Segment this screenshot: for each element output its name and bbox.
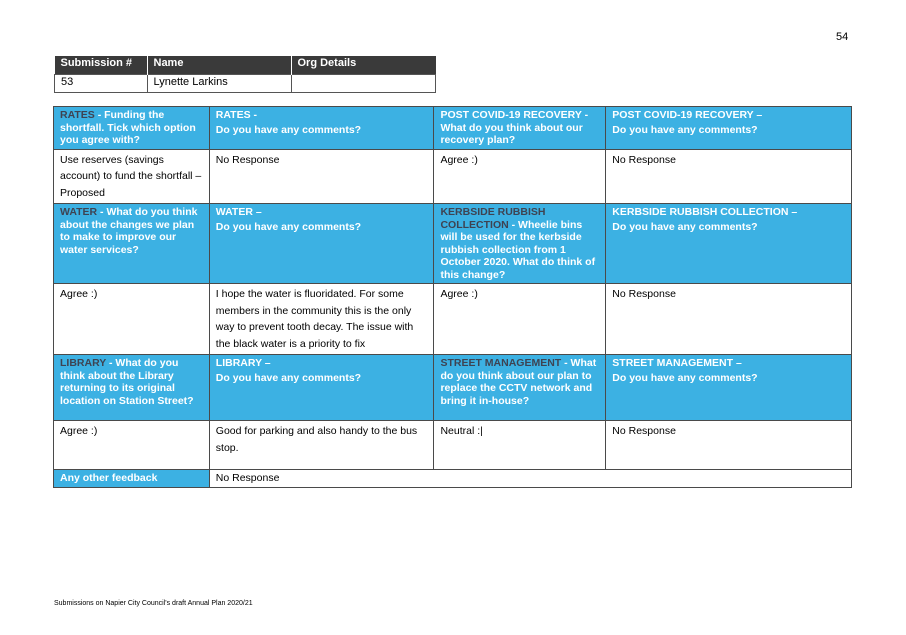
submission-number: 53: [54, 74, 148, 93]
rates-question: - Funding the shortfall. Tick which opti…: [60, 109, 196, 146]
library-comment: Good for parking and also handy to the b…: [208, 420, 435, 470]
library-question-header: LIBRARY - What do you think about the Li…: [53, 354, 210, 421]
covid-comments-title: POST COVID-19 RECOVERY –: [612, 109, 763, 121]
water-comment: I hope the water is fluoridated. For som…: [208, 283, 435, 355]
table-row: LIBRARY - What do you think about the Li…: [53, 354, 852, 421]
water-comments-prompt: Do you have any comments?: [215, 220, 362, 233]
table-row: Agree :) Good for parking and also handy…: [53, 420, 852, 470]
kerbside-comments-title: KERBSIDE RUBBISH COLLECTION –: [612, 206, 798, 218]
water-comments-header: WATER – Do you have any comments?: [208, 203, 435, 284]
library-comments-header: LIBRARY – Do you have any comments?: [208, 354, 435, 421]
kerbside-question: - Wheelie bins will be used for the kerb…: [440, 218, 596, 281]
submission-header-row: Submission # Name Org Details: [54, 56, 436, 75]
rates-title: RATES: [60, 109, 95, 121]
library-comments-prompt: Do you have any comments?: [215, 371, 362, 384]
org-details: [290, 74, 436, 93]
street-question-header: STREET MANAGEMENT - What do you think ab…: [433, 354, 607, 421]
other-feedback-label: Any other feedback: [53, 469, 210, 488]
rates-question-header: RATES - Funding the shortfall. Tick whic…: [53, 106, 210, 150]
submitter-name: Lynette Larkins: [146, 74, 292, 93]
rates-comment: No Response: [208, 148, 435, 204]
street-answer: Neutral :|: [433, 420, 607, 470]
kerbside-comments-header: KERBSIDE RUBBISH COLLECTION – Do you have…: [605, 203, 852, 284]
water-question: - What do you think about the changes we…: [60, 206, 198, 256]
covid-comment: No Response: [605, 148, 852, 204]
covid-answer: Agree :): [433, 148, 607, 204]
water-answer: Agree :): [53, 283, 210, 355]
submission-table: Submission # Name Org Details 53 Lynette…: [54, 56, 436, 93]
kerbside-question-header: KERBSIDE RUBBISH COLLECTION - Wheelie bi…: [433, 203, 607, 284]
rates-comments-title: RATES -: [215, 109, 258, 121]
responses-table: RATES - Funding the shortfall. Tick whic…: [53, 106, 853, 488]
covid-comments-prompt: Do you have any comments?: [612, 123, 758, 136]
street-comments-header: STREET MANAGEMENT – Do you have any comme…: [605, 354, 852, 421]
covid-question: - What do you think about our recovery p…: [440, 109, 589, 146]
library-answer: Agree :): [53, 420, 210, 470]
table-row: Agree :) I hope the water is fluoridated…: [53, 283, 852, 355]
kerbside-answer: Agree :): [433, 283, 607, 355]
kerbside-comments-prompt: Do you have any comments?: [612, 220, 758, 233]
submission-number-header: Submission #: [54, 56, 148, 75]
water-title: WATER: [60, 206, 98, 218]
table-row: RATES - Funding the shortfall. Tick whic…: [53, 106, 852, 150]
table-row: Any other feedback No Response: [53, 469, 853, 488]
library-comments-title: LIBRARY –: [215, 357, 271, 369]
submission-row: 53 Lynette Larkins: [54, 74, 436, 93]
rates-comments-header: RATES - Do you have any comments?: [208, 106, 435, 150]
library-title: LIBRARY: [60, 357, 107, 369]
water-question-header: WATER - What do you think about the chan…: [53, 203, 210, 284]
library-question: - What do you think about the Library re…: [60, 357, 194, 407]
table-row: WATER - What do you think about the chan…: [53, 203, 852, 284]
covid-title: POST COVID-19 RECOVERY: [440, 109, 582, 121]
street-comment: No Response: [605, 420, 852, 470]
covid-comments-header: POST COVID-19 RECOVERY – Do you have any …: [605, 106, 852, 150]
org-details-header: Org Details: [291, 56, 436, 75]
street-question: - What do you think about our plan to re…: [440, 357, 597, 407]
street-comments-title: STREET MANAGEMENT –: [612, 357, 742, 369]
covid-question-header: POST COVID-19 RECOVERY - What do you thi…: [433, 106, 607, 150]
other-feedback-comment: No Response: [208, 469, 853, 488]
rates-comments-prompt: Do you have any comments?: [215, 123, 362, 136]
kerbside-comment: No Response: [605, 283, 852, 355]
footer: Submissions on Napier City Council's dra…: [54, 600, 253, 607]
street-title: STREET MANAGEMENT: [440, 357, 562, 369]
rates-answer: Use reserves (savings account) to fund t…: [53, 148, 210, 204]
name-header: Name: [147, 56, 292, 75]
table-row: Use reserves (savings account) to fund t…: [53, 148, 852, 204]
street-comments-prompt: Do you have any comments?: [612, 371, 758, 384]
water-comments-title: WATER –: [215, 206, 262, 218]
page-number: 54: [836, 31, 849, 43]
kerbside-title: KERBSIDE RUBBISH COLLECTION: [440, 206, 546, 231]
